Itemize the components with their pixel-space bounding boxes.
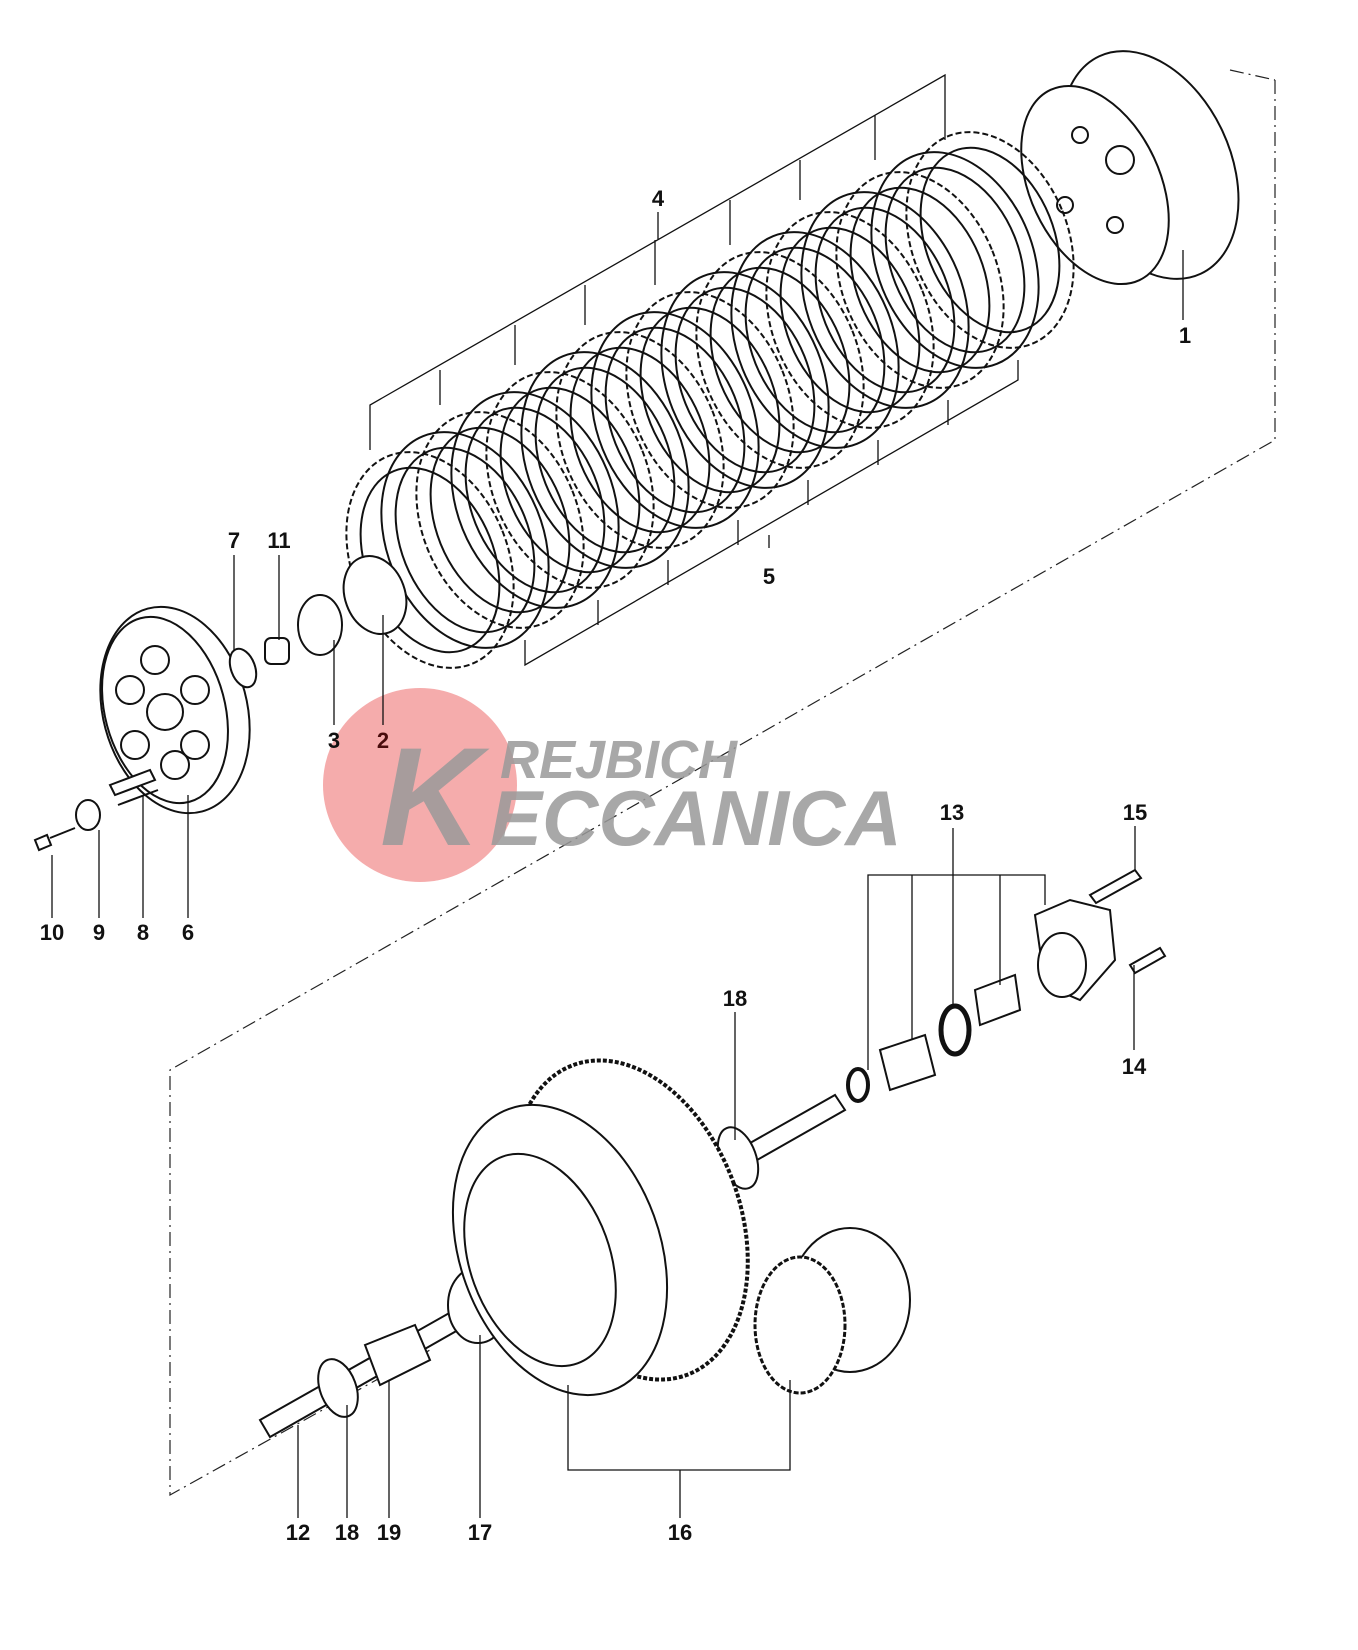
svg-text:K: K: [380, 718, 490, 875]
steel-plate: [394, 446, 536, 634]
friction-plate: [849, 186, 991, 374]
callout-4: 4: [652, 186, 665, 211]
clutch-plates: [345, 131, 1075, 669]
callout-10: 10: [40, 920, 64, 945]
friction-plate: [639, 306, 781, 494]
friction-plate: [555, 331, 725, 549]
callout-15: 15: [1123, 800, 1147, 825]
callout-18-upper: 18: [723, 986, 747, 1011]
friction-plate: [709, 266, 851, 454]
friction-plate: [569, 346, 711, 534]
spring-13: [973, 973, 1022, 1027]
slave-cylinder: [1033, 898, 1117, 1002]
steel-plate: [744, 246, 886, 434]
steel-plate: [730, 231, 900, 449]
steel-plate: [604, 326, 746, 514]
callout-16: 16: [668, 1520, 692, 1545]
steel-plate: [800, 191, 970, 409]
steel-plate: [590, 311, 760, 529]
clutch-hub: [1020, 50, 1240, 286]
friction-plate: [499, 386, 641, 574]
friction-plate: [485, 371, 655, 589]
steel-plate: [884, 166, 1026, 354]
steel-plate: [814, 206, 956, 394]
screw-15: [1088, 868, 1143, 905]
svg-text:ECCANICA: ECCANICA: [490, 774, 902, 862]
leader-lines: [51, 250, 1184, 1518]
friction-plate: [765, 211, 935, 429]
screw-14: [1128, 946, 1167, 975]
group-bracket-13: [867, 828, 1046, 1070]
friction-plate: [835, 171, 1005, 389]
friction-plate: [695, 251, 865, 469]
callout-19: 19: [377, 1520, 401, 1545]
seal-13: [938, 1003, 972, 1057]
steel-plate: [464, 406, 606, 594]
callout-13: 13: [940, 800, 964, 825]
steel-plate: [520, 351, 690, 569]
callout-3: 3: [328, 728, 340, 753]
callout-8: 8: [137, 920, 149, 945]
svg-text:REJBICH: REJBICH: [500, 730, 738, 790]
steel-plate: [674, 286, 816, 474]
assembly-axis-line: [169, 80, 1276, 1497]
callout-18-lower: 18: [335, 1520, 359, 1545]
watermark-logo: K REJBICH ECCANICA: [323, 688, 902, 882]
spring-8: [108, 768, 159, 806]
friction-plate: [919, 146, 1061, 334]
washer-18-lower: [317, 1358, 359, 1418]
friction-plate: [625, 291, 795, 509]
screw-10: [33, 827, 76, 852]
steel-plate: [870, 151, 1040, 369]
clutch-housing: [451, 1058, 750, 1397]
steel-plate: [450, 391, 620, 609]
callout-1: 1: [1179, 323, 1191, 348]
friction-plate: [779, 226, 921, 414]
steel-plate: [660, 271, 830, 489]
steel-plate: [534, 366, 676, 554]
plates-bracket-5: [524, 360, 1019, 667]
callout-12: 12: [286, 1520, 310, 1545]
pressure-plate: [99, 605, 251, 815]
friction-plate: [415, 411, 585, 629]
cup-9: [75, 799, 101, 831]
washer-2: [342, 555, 408, 635]
bush-19: [363, 1323, 432, 1387]
callout-11: 11: [267, 528, 290, 553]
callout-14: 14: [1122, 1054, 1147, 1079]
callout-9: 9: [93, 920, 105, 945]
callout-5: 5: [763, 564, 775, 589]
callout-17: 17: [468, 1520, 492, 1545]
nut-3: [297, 594, 343, 656]
plates-bracket-4: [369, 73, 946, 450]
bearing-7: [228, 647, 258, 689]
friction-plate: [429, 426, 571, 614]
callout-6: 6: [182, 920, 194, 945]
bush-11: [264, 637, 290, 665]
callout-2: 2: [377, 728, 389, 753]
piston-13: [878, 1033, 937, 1092]
callout-7: 7: [228, 528, 240, 553]
axis-line-upper: [1229, 69, 1276, 81]
primary-gear: [753, 1227, 911, 1395]
ring-13: [846, 1067, 870, 1103]
